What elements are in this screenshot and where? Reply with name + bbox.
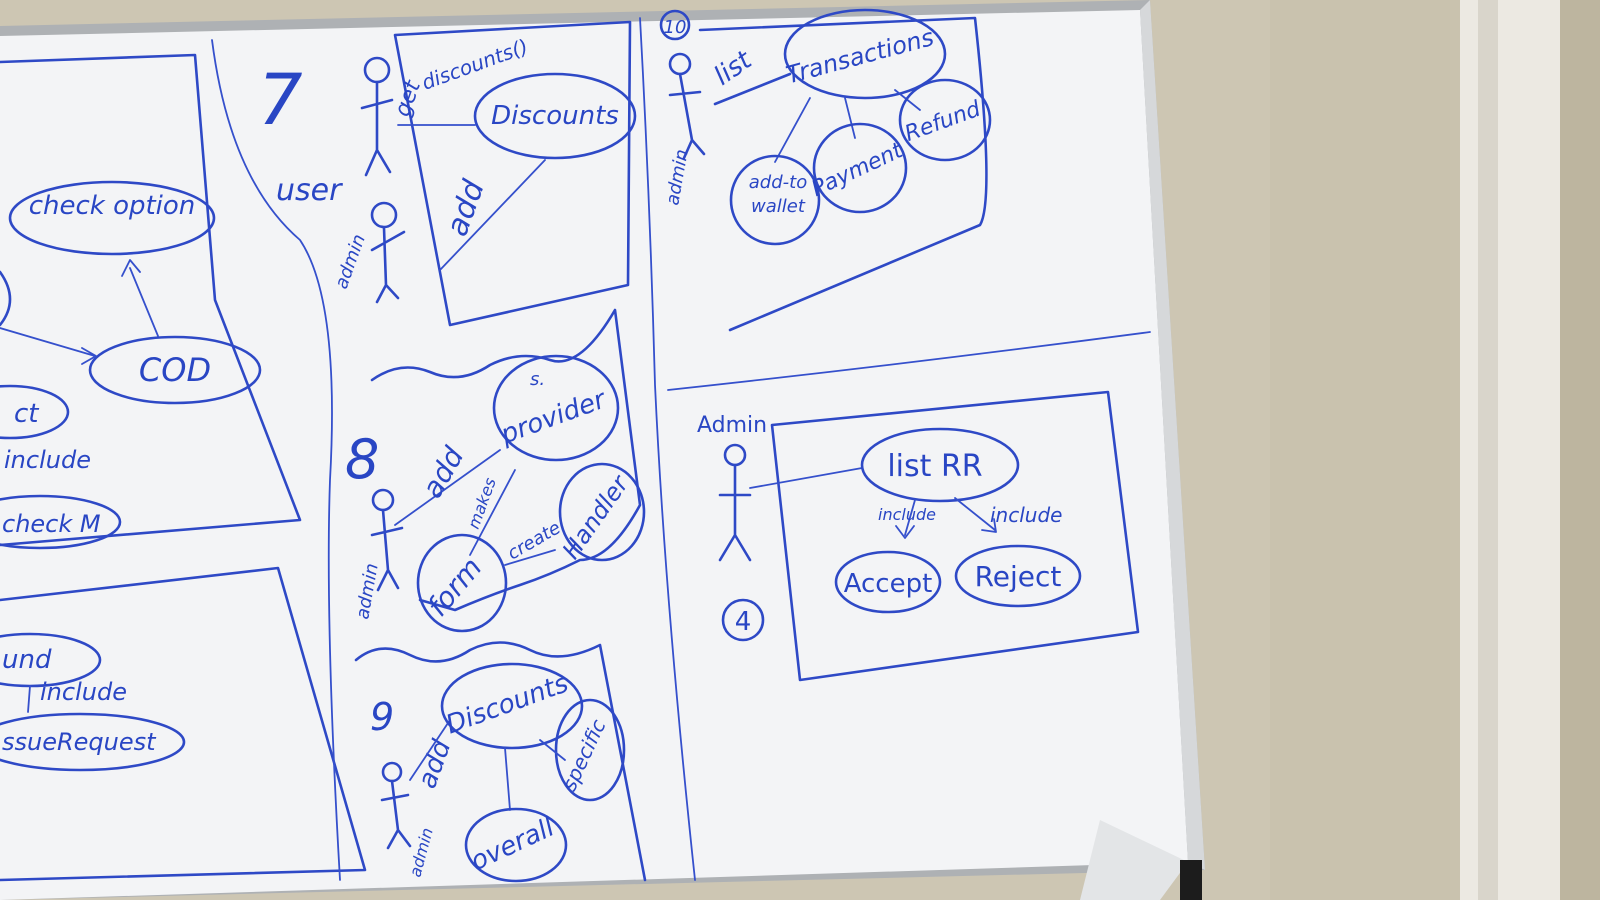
panel-10-list-line bbox=[713, 72, 792, 106]
panel-4-actor-label: Admin bbox=[697, 413, 767, 438]
panel-8-provider-ellipse bbox=[492, 354, 620, 462]
panel-8-makes-line bbox=[469, 469, 516, 556]
check-option-ellipse bbox=[8, 180, 216, 256]
cut-ellipse-1 bbox=[0, 270, 12, 327]
panel-9-discounts-ellipse bbox=[440, 662, 584, 750]
panel-10-payment-ellipse bbox=[812, 122, 908, 214]
panel-9-admin-body bbox=[380, 779, 412, 850]
panel-4-reject-label: Reject bbox=[975, 560, 1062, 593]
panel-7-discounts-label: Discounts bbox=[491, 101, 619, 131]
panel-9-system-box bbox=[354, 641, 647, 882]
panel-7-discounts-ellipse bbox=[473, 72, 637, 160]
panel-4-include-right-arrow bbox=[954, 497, 997, 533]
panel-9-lines bbox=[504, 739, 566, 811]
panel-10-system-box bbox=[698, 16, 988, 332]
board-tray-clip bbox=[1180, 860, 1202, 900]
left-panel-border bbox=[0, 53, 302, 547]
panel-4-include-right-label: include bbox=[990, 503, 1062, 527]
panel-10-transactions-ellipse bbox=[783, 8, 947, 100]
panel-10-admin-body bbox=[668, 72, 706, 160]
panel-4-list-rr-label: list RR bbox=[887, 449, 982, 484]
panel-8-system-box bbox=[370, 308, 642, 612]
panel-4-actor-body bbox=[718, 463, 752, 562]
divider-left bbox=[211, 39, 341, 881]
panel-10-refund-ellipse bbox=[898, 78, 992, 162]
panel-10-add-to-label: add-to bbox=[749, 172, 807, 193]
panel-9-overall-ellipse bbox=[464, 807, 568, 883]
panel-7-user-label: user bbox=[276, 173, 343, 208]
partial-include2-label: include bbox=[40, 678, 127, 706]
cut-ellipse-5 bbox=[0, 712, 186, 772]
cod-label: COD bbox=[139, 351, 211, 389]
panel-4-include-left-label: include bbox=[878, 505, 936, 524]
panel-4: Admin 4 list RR include include Accept R… bbox=[697, 390, 1140, 682]
door-frame-shadow bbox=[1478, 0, 1498, 900]
panel-7-number: 7 bbox=[258, 59, 303, 141]
panel-4-list-rr-ellipse bbox=[860, 427, 1020, 503]
partial-ct-label: ct bbox=[14, 399, 39, 429]
left-lower-border bbox=[0, 566, 367, 882]
panel-9-add-line bbox=[409, 719, 451, 781]
panel-8-add-line bbox=[394, 449, 501, 526]
panel-4-accept-label: Accept bbox=[844, 569, 933, 599]
board-frame-edge bbox=[1140, 0, 1205, 870]
panel-7-add-line bbox=[439, 159, 546, 271]
panel-8-s-label: s. bbox=[530, 369, 545, 390]
left-panel: check option COD ct include check M und … bbox=[0, 53, 367, 882]
panel-4-system-box bbox=[770, 390, 1140, 682]
board-surface bbox=[0, 10, 1188, 900]
cut-ellipse-3 bbox=[0, 494, 122, 550]
divider-middle bbox=[639, 17, 696, 881]
panel-10-number: 10 bbox=[664, 17, 687, 38]
include-line bbox=[27, 685, 31, 713]
partial-check-label: check M bbox=[2, 510, 101, 538]
panel-10-wallet-label: wallet bbox=[751, 196, 806, 217]
panel-7-user-body bbox=[360, 80, 394, 177]
cod-to-check-arrow bbox=[121, 259, 159, 337]
panel-10-number-circle bbox=[659, 9, 691, 41]
panel-7-system-box bbox=[393, 20, 632, 327]
panel-10-lines bbox=[774, 89, 921, 163]
panel-4-number-circle bbox=[721, 598, 765, 642]
panel-4-reject-ellipse bbox=[954, 544, 1082, 608]
panel-9-number: 9 bbox=[370, 695, 394, 739]
panel-7-admin-body bbox=[370, 226, 406, 304]
check-option-label-1: check option bbox=[29, 191, 196, 221]
panel-8-admin-body bbox=[370, 508, 404, 592]
partial-include-label: include bbox=[4, 446, 91, 474]
panel-4-include-left-arrow bbox=[895, 499, 916, 539]
panel-8-create-line bbox=[504, 549, 556, 566]
panel-8-form-ellipse bbox=[416, 533, 508, 633]
panel-4-accept-ellipse bbox=[834, 550, 942, 614]
panel-10-wallet-ellipse bbox=[729, 154, 821, 246]
partial-und-label: und bbox=[2, 645, 52, 675]
panel-4-actor-line bbox=[749, 467, 863, 489]
door bbox=[1560, 0, 1600, 900]
panel-8-handler-ellipse bbox=[558, 462, 646, 562]
door-frame bbox=[1460, 0, 1570, 900]
partial-request-label: ssueRequest bbox=[2, 728, 157, 756]
cod-incoming-arrow bbox=[0, 327, 97, 365]
cod-ellipse bbox=[88, 335, 262, 405]
panel-8-number: 8 bbox=[345, 428, 379, 491]
divider-horizontal bbox=[667, 331, 1151, 391]
cut-ellipse-2 bbox=[0, 384, 70, 440]
peeling-corner bbox=[1080, 820, 1188, 900]
panel-9-specific-ellipse bbox=[554, 698, 626, 802]
panel-4-number: 4 bbox=[735, 607, 752, 637]
